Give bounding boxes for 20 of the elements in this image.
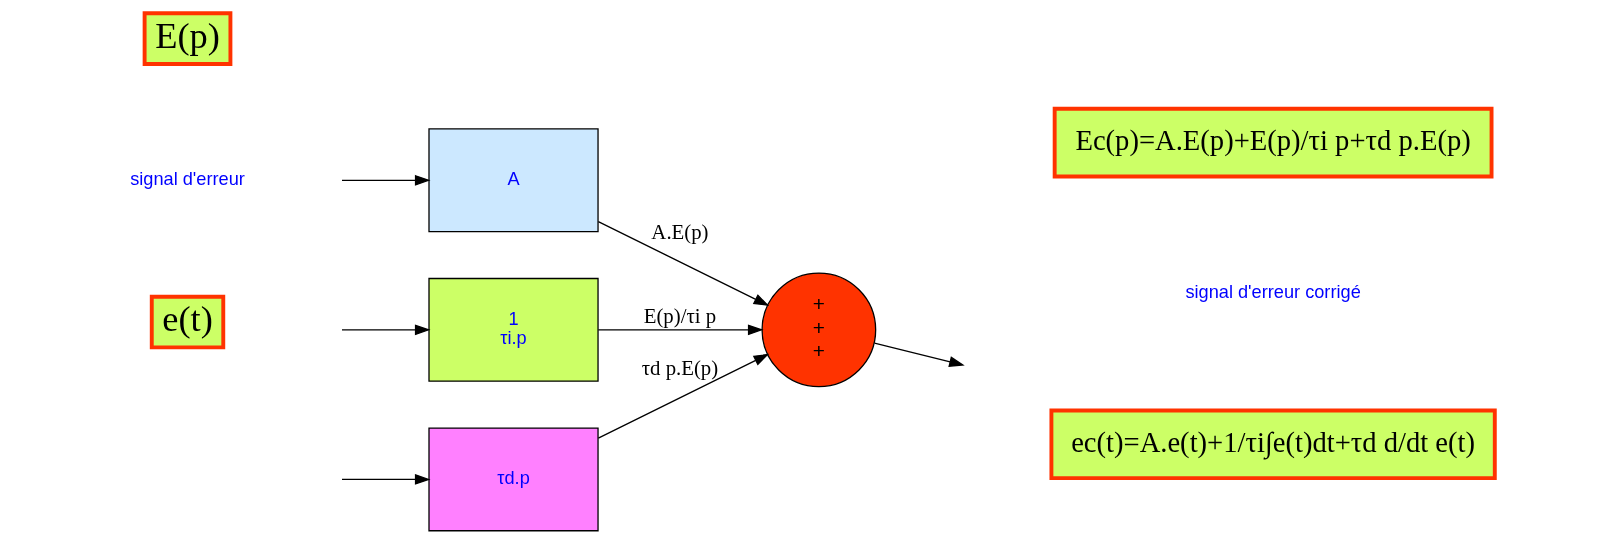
label: signal d'erreur corrigé (1184, 282, 1361, 303)
node-box: ec(t)=A.e(t)+1/τi∫e(t)dt+τd d/dt e(t) (1048, 408, 1497, 481)
node-box: Ec(p)=A.E(p)+E(p)/τi p+τd p.E(p) (1052, 106, 1493, 179)
label: signal d'erreur (129, 169, 245, 190)
arrow (340, 473, 431, 485)
node-box: 1 τi.p (427, 277, 599, 382)
node-box: A (427, 128, 599, 233)
edge-label: E(p)/τi p (643, 304, 716, 328)
node-box: τd.p (427, 427, 599, 532)
arrow (597, 220, 769, 306)
arrow (597, 324, 764, 336)
arrow (873, 342, 965, 367)
edge-label: τd p.E(p) (641, 356, 718, 380)
arrow (340, 174, 431, 186)
arrow (597, 353, 769, 439)
node-box: E(p) (142, 11, 232, 66)
arrow (340, 324, 431, 336)
node-circle: + + + (760, 272, 876, 388)
edge-label: A.E(p) (650, 219, 709, 243)
node-box: e(t) (149, 294, 225, 350)
